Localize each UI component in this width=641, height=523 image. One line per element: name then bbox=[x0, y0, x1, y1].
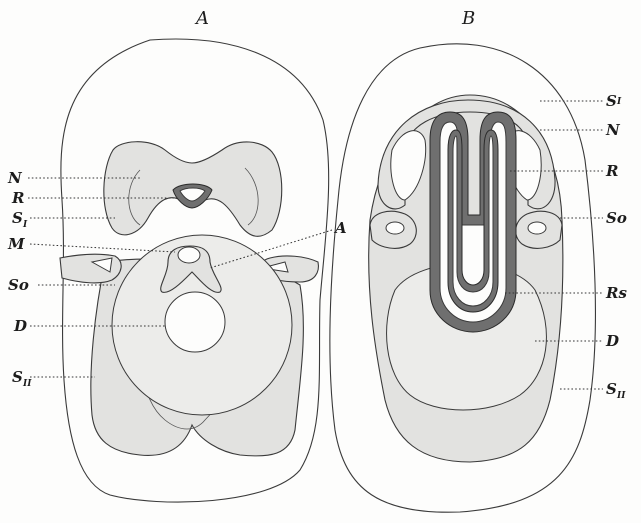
panel-b-label-s2-sub: II bbox=[616, 391, 626, 401]
panel-a-title: A bbox=[194, 8, 209, 29]
panel-b-label-s1: S bbox=[606, 92, 617, 110]
panel-b-title: B bbox=[461, 8, 475, 29]
panel-b-label-s2: S bbox=[606, 380, 617, 398]
panel-b: B S I N R So Rs D S II bbox=[330, 8, 628, 512]
panel-b-left-somatopleure-inner bbox=[386, 222, 404, 234]
panel-a-label-s1-sub: I bbox=[22, 220, 28, 230]
panel-a-label-d: D bbox=[13, 317, 27, 335]
panel-a-label-n: N bbox=[7, 169, 23, 187]
panel-b-label-n: N bbox=[605, 121, 621, 139]
panel-a-label-s2: S bbox=[12, 368, 23, 386]
panel-b-label-rs: Rs bbox=[605, 284, 627, 302]
panel-a-label-m: M bbox=[7, 235, 25, 253]
panel-a-label-r: R bbox=[11, 189, 24, 207]
panel-b-label-r: R bbox=[605, 162, 618, 180]
panel-b-label-so: So bbox=[606, 209, 627, 227]
panel-b-label-d: D bbox=[605, 332, 619, 350]
panel-a-amnion-cavity bbox=[178, 247, 200, 263]
panel-a-label-s1: S bbox=[12, 209, 23, 227]
panel-b-label-s1-sub: I bbox=[616, 97, 622, 107]
panel-a: A N R S I M So D S II A bbox=[7, 8, 347, 502]
panel-a-yolk-cavity bbox=[165, 292, 225, 352]
panel-a-label-s2-sub: II bbox=[22, 379, 32, 389]
panel-a-label-so: So bbox=[8, 276, 29, 294]
panel-b-right-somatopleure-inner bbox=[528, 222, 546, 234]
